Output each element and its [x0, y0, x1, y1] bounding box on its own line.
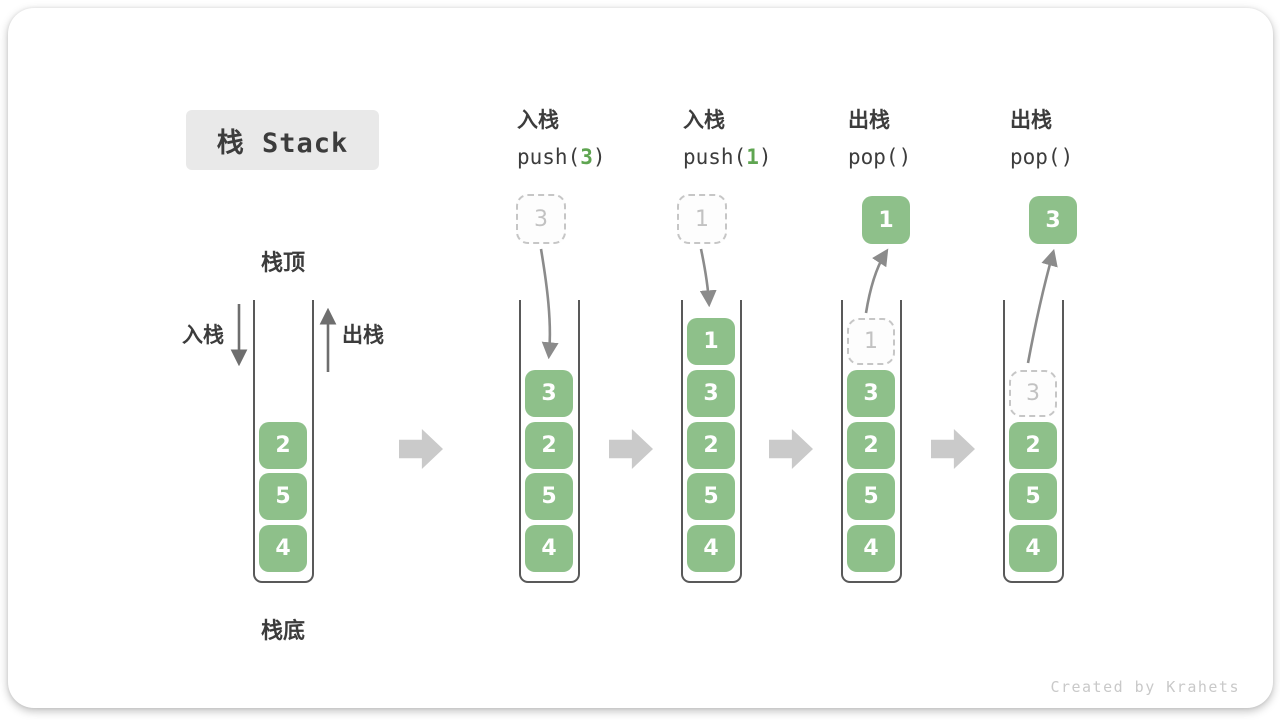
diagram-title: 栈 Stack: [186, 110, 379, 170]
push-direction-label: 入栈: [182, 324, 224, 347]
stack-element: 1: [687, 318, 735, 365]
floating-cell: 3: [1029, 196, 1077, 244]
stack-element: 3: [525, 370, 573, 417]
floating-cell-ghost: 1: [677, 194, 727, 244]
stack-top-label: 栈顶: [260, 250, 305, 275]
stack-element-ghost: 1: [847, 318, 895, 365]
pop-direction-label: 出栈: [342, 324, 384, 347]
floating-cell-ghost: 3: [516, 194, 566, 244]
stack-element: 2: [259, 422, 307, 469]
stack-element: 3: [687, 370, 735, 417]
step-action-label: 出栈: [1010, 109, 1052, 132]
stack-element: 2: [525, 422, 573, 469]
step-header: 出栈 pop(): [1010, 103, 1073, 175]
stack-element: 3: [847, 370, 895, 417]
stack-element: 5: [847, 473, 895, 520]
stack-element: 4: [687, 525, 735, 572]
stack-element: 2: [687, 422, 735, 469]
stack-element: 5: [1009, 473, 1057, 520]
code-argument: 1: [746, 145, 759, 169]
stack-element-ghost: 3: [1009, 370, 1057, 417]
stack-element: 4: [259, 525, 307, 572]
stack-element: 4: [1009, 525, 1057, 572]
step-code-label: push(1): [683, 145, 772, 169]
code-argument: 3: [580, 145, 593, 169]
stack-element: 2: [847, 422, 895, 469]
step-code-label: push(3): [517, 145, 606, 169]
watermark: Created by Krahets: [1050, 678, 1240, 696]
step-header: 出栈 pop(): [848, 103, 911, 175]
stack-element: 4: [525, 525, 573, 572]
step-action-label: 入栈: [517, 109, 559, 132]
step-header: 入栈 push(1): [683, 103, 772, 175]
floating-cell: 1: [862, 196, 910, 244]
step-action-label: 出栈: [848, 109, 890, 132]
stack-bottom-label: 栈底: [260, 618, 305, 643]
stack-element: 4: [847, 525, 895, 572]
step-header: 入栈 push(3): [517, 103, 606, 175]
stack-element: 5: [259, 473, 307, 520]
diagram-title-text: 栈 Stack: [216, 127, 349, 159]
step-code-label: pop(): [848, 145, 912, 169]
stack-element: 5: [525, 473, 573, 520]
stack-element: 2: [1009, 422, 1057, 469]
step-action-label: 入栈: [683, 109, 725, 132]
step-code-label: pop(): [1010, 145, 1074, 169]
stack-element: 5: [687, 473, 735, 520]
